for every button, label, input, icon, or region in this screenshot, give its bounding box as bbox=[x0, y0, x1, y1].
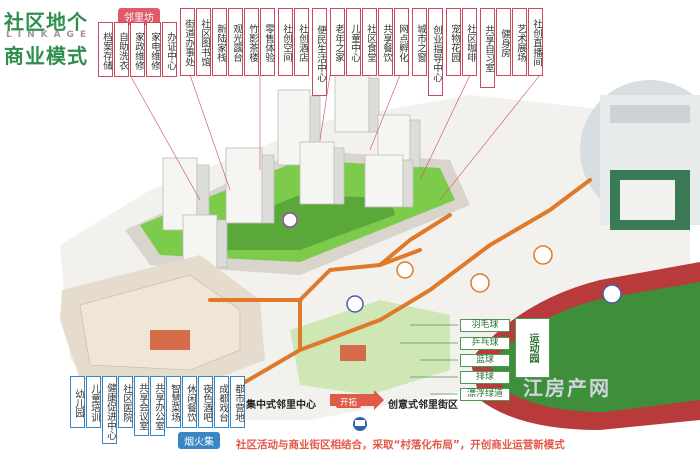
sports-leaders bbox=[400, 324, 458, 395]
top-label: 社区食堂 bbox=[362, 8, 377, 76]
photo-inset bbox=[580, 80, 700, 230]
top-label: 办证中心 bbox=[162, 22, 177, 77]
activity-icons bbox=[282, 212, 622, 313]
title-block: 社区地个 LINKAGE 商业模式 bbox=[4, 4, 116, 68]
central-plaza bbox=[290, 300, 450, 395]
top-label: 新陆家栈 bbox=[212, 8, 227, 76]
title-line-2: LINKAGE bbox=[6, 30, 93, 40]
leader-lines bbox=[129, 74, 541, 201]
top-label: 社创酒店 bbox=[294, 8, 309, 76]
sport-item-basketball: 篮球 bbox=[460, 354, 510, 367]
top-label: 社创空间 bbox=[278, 8, 293, 76]
top-label: 城市之窗 bbox=[412, 8, 427, 76]
top-label: 家电维修 bbox=[146, 22, 161, 77]
bottom-label: 成都戏台 bbox=[214, 376, 229, 428]
bottom-label: 幼儿园 bbox=[70, 376, 85, 428]
top-label: 档案存储 bbox=[98, 22, 113, 77]
top-label: 宠物花园 bbox=[446, 8, 461, 76]
sports-field bbox=[490, 282, 700, 412]
bottom-label: 共享办公室 bbox=[150, 376, 165, 436]
top-label: 自助洗衣 bbox=[114, 22, 129, 77]
top-label: 儿童中心 bbox=[346, 8, 361, 76]
sport-item-greenway: 漂浮绿道 bbox=[460, 388, 510, 401]
top-label: 便民生活中心 bbox=[312, 8, 327, 96]
top-label: 共享自习室 bbox=[480, 8, 495, 88]
bottom-label: 休闲餐饮 bbox=[182, 376, 197, 428]
top-label: 零售体验 bbox=[260, 8, 275, 76]
top-label: 观光露台 bbox=[228, 8, 243, 76]
bottom-label: 儿童培训 bbox=[86, 376, 101, 428]
plaza-red-roof bbox=[340, 345, 366, 361]
sport-item-badminton: 羽毛球 bbox=[460, 319, 510, 332]
bottom-label: 共享会议室 bbox=[134, 376, 149, 436]
top-label: 社区咖啡 bbox=[462, 8, 477, 76]
top-label: 艺术展场 bbox=[512, 8, 527, 76]
bottom-label: 智慧菜场 bbox=[166, 376, 181, 428]
sports-zone-label: 运动园 bbox=[515, 318, 550, 378]
title-line-1: 社区地个 bbox=[4, 10, 88, 34]
sport-item-volleyball: 排球 bbox=[460, 371, 510, 384]
top-label: 健身房 bbox=[496, 8, 511, 76]
podium-inner-court bbox=[200, 195, 395, 250]
top-label: 竹影茶楼 bbox=[244, 8, 259, 76]
bottom-label: 健康促进中心 bbox=[102, 376, 117, 444]
top-label: 社区图书馆 bbox=[196, 8, 211, 76]
title-line-3: 商业模式 bbox=[4, 44, 88, 68]
top-label: 街道办事处 bbox=[180, 8, 195, 76]
watermark: 江房产网 bbox=[523, 376, 611, 400]
caption-street: 创意式邻里街区 bbox=[388, 400, 458, 411]
bottom-label: 社区医院 bbox=[118, 376, 133, 428]
street-block-red-roof bbox=[150, 330, 190, 350]
orange-routes bbox=[208, 178, 592, 387]
top-label: 网点孵化 bbox=[394, 8, 409, 76]
top-label: 创业指导中心 bbox=[428, 8, 443, 96]
slogan: 社区活动与商业街区相结合，采取“村落化布局”，开创商业运营新模式 bbox=[236, 439, 565, 451]
caption-arrow-tag: 开拓 bbox=[336, 396, 362, 408]
top-label: 社创直播间 bbox=[528, 8, 543, 76]
bottom-label: 夜色酒吧 bbox=[198, 376, 213, 428]
bottom-tag: 烟火集 bbox=[178, 432, 220, 449]
bottom-label: 都市营地 bbox=[230, 376, 245, 428]
metro-icon-window bbox=[355, 420, 365, 426]
neighborhood-tag: 邻里坊 bbox=[118, 8, 160, 25]
towers bbox=[162, 71, 421, 268]
top-label: 共享餐饮 bbox=[378, 8, 393, 76]
street-block-shops bbox=[79, 274, 241, 371]
sport-item-table-tennis: 乒乓球 bbox=[460, 337, 510, 350]
top-label: 家政维修 bbox=[130, 22, 145, 77]
top-label: 老年之家 bbox=[330, 8, 345, 76]
caption-center: 集中式邻里中心 bbox=[246, 400, 316, 411]
